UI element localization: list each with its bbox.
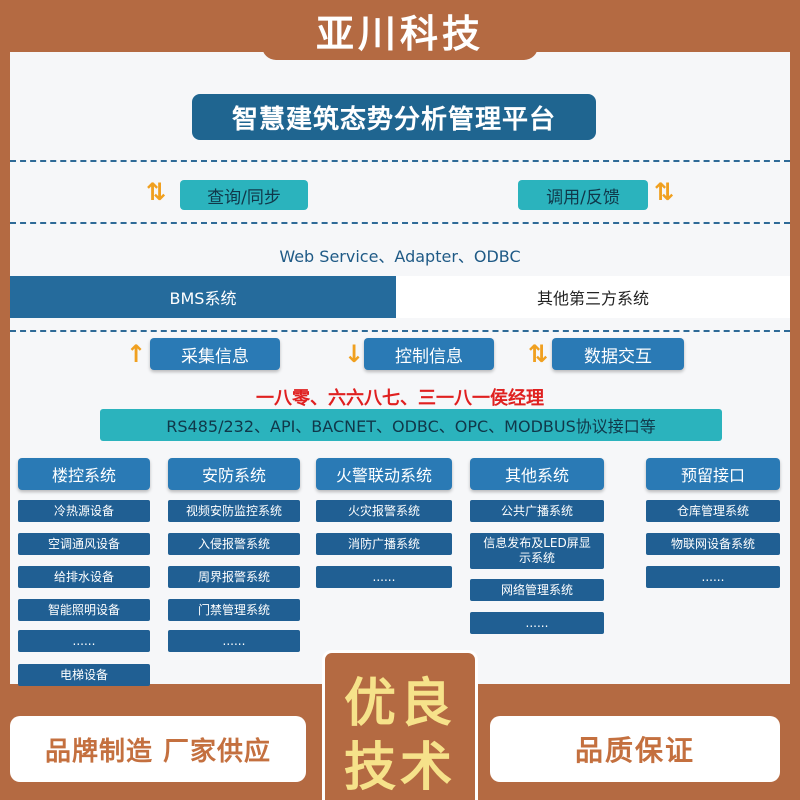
- list-item: 消防广播系统: [316, 533, 452, 555]
- brand-title: 亚川科技: [262, 0, 538, 60]
- query-sync-label: 查询/同步: [180, 180, 308, 210]
- column-head-building-control: 楼控系统: [18, 458, 150, 490]
- collect-info-box: 采集信息: [150, 338, 280, 370]
- list-item: 公共广播系统: [470, 500, 604, 522]
- list-item: 周界报警系统: [168, 566, 300, 588]
- list-item: 物联网设备系统: [646, 533, 780, 555]
- down-arrow-icon: ↓: [344, 340, 365, 368]
- list-item: ......: [18, 630, 150, 652]
- list-item: 仓库管理系统: [646, 500, 780, 522]
- list-item: 给排水设备: [18, 566, 150, 588]
- divider-mid: [10, 222, 790, 224]
- contact-text: 一八零、六六八七、三一八一侯经理: [256, 388, 544, 409]
- up-arrow-icon: ↑: [126, 340, 147, 368]
- list-item: ......: [470, 612, 604, 634]
- column-head-other-systems: 其他系统: [470, 458, 604, 490]
- protocol-line: Web Service、Adapter、ODBC: [279, 247, 521, 266]
- list-item: 入侵报警系统: [168, 533, 300, 555]
- platform-title: 智慧建筑态势分析管理平台: [192, 94, 596, 140]
- list-item: 信息发布及LED屏显示系统: [470, 533, 604, 569]
- list-item: ......: [168, 630, 300, 652]
- list-item: 冷热源设备: [18, 500, 150, 522]
- protocols-bar: RS485/232、API、BACNET、ODBC、OPC、MODBUS协议接口…: [100, 409, 722, 441]
- list-item: 空调通风设备: [18, 533, 150, 555]
- badge-line-1: 优良: [343, 674, 456, 734]
- list-item: 电梯设备: [18, 664, 150, 686]
- third-party-system: 其他第三方系统: [396, 276, 790, 318]
- up-down-arrow-icon: ⇅: [528, 340, 549, 368]
- up-down-arrow-icon: ⇅: [146, 178, 167, 206]
- bms-system: BMS系统: [10, 276, 396, 318]
- divider-top: [10, 160, 790, 162]
- up-down-arrow-icon: ⇅: [654, 178, 675, 206]
- list-item: 门禁管理系统: [168, 599, 300, 621]
- divider-lower: [10, 330, 790, 332]
- control-info-box: 控制信息: [364, 338, 494, 370]
- column-head-security: 安防系统: [168, 458, 300, 490]
- list-item: 网络管理系统: [470, 579, 604, 601]
- call-feedback-label: 调用/反馈: [518, 180, 648, 210]
- quality-tech-badge: 优良 技术: [322, 650, 478, 800]
- quality-guarantee-label: 品质保证: [490, 716, 780, 782]
- data-exchange-box: 数据交互: [552, 338, 684, 370]
- badge-line-2: 技术: [343, 738, 456, 798]
- list-item: 视频安防监控系统: [168, 500, 300, 522]
- column-head-fire-alarm: 火警联动系统: [316, 458, 452, 490]
- list-item: 智能照明设备: [18, 599, 150, 621]
- column-head-reserved-interface: 预留接口: [646, 458, 780, 490]
- list-item: ......: [646, 566, 780, 588]
- list-item: ......: [316, 566, 452, 588]
- brand-manufacturing-label: 品牌制造 厂家供应: [10, 716, 306, 782]
- list-item: 火灾报警系统: [316, 500, 452, 522]
